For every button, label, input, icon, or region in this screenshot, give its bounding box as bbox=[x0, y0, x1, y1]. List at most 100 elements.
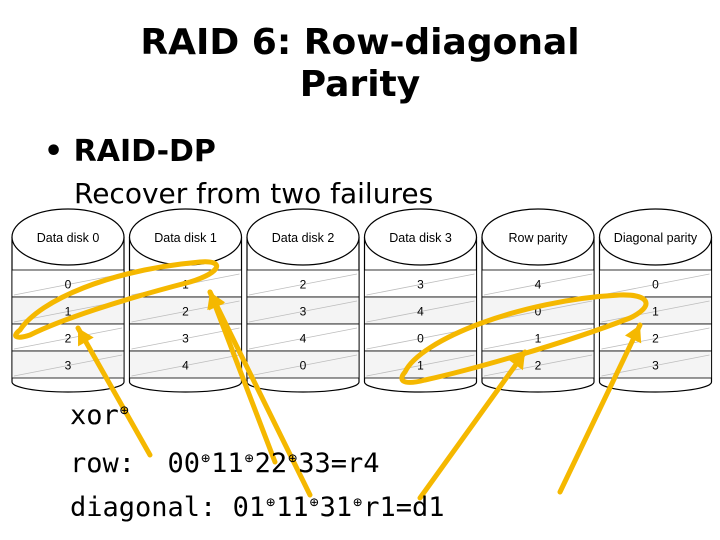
arrow-to-diag-parity-head bbox=[624, 325, 642, 344]
row-formula: row: 00⊕11⊕22⊕33=r4 bbox=[70, 442, 379, 480]
disk-row bbox=[364, 269, 477, 298]
arrow-to-disk1-b bbox=[207, 289, 313, 498]
hatch-line bbox=[248, 273, 358, 296]
cell-value: 3 bbox=[417, 278, 424, 292]
disk-label: Diagonal parity bbox=[614, 231, 698, 245]
diagonal-xor-1: ⊕ bbox=[266, 493, 276, 511]
diagonal-highlight-ellipse bbox=[399, 292, 649, 385]
bullet-symbol: • bbox=[44, 134, 64, 169]
xor-symbol: ⊕ bbox=[119, 401, 129, 419]
cell-value: 2 bbox=[652, 332, 659, 346]
disk-row bbox=[599, 269, 712, 298]
disk-row bbox=[246, 296, 360, 325]
cell-value: 2 bbox=[300, 278, 307, 292]
hatch-line bbox=[248, 300, 358, 323]
cell-value: 3 bbox=[65, 359, 72, 373]
arrow-to-disk1 bbox=[207, 289, 278, 465]
hatch-line bbox=[483, 354, 593, 377]
diagonal-xor-3: ⊕ bbox=[353, 493, 363, 511]
hatch-line bbox=[601, 300, 710, 323]
bullet-heading-text: RAID-DP bbox=[73, 134, 216, 169]
disk-label: Data disk 3 bbox=[389, 231, 452, 245]
hatch-line bbox=[131, 354, 240, 377]
disk-0: 0 1 2 3 Data disk 0 bbox=[11, 208, 125, 393]
diagonal-term-0: 01 bbox=[232, 492, 266, 523]
highlight-annotations bbox=[13, 259, 649, 501]
cell-value: 3 bbox=[300, 305, 307, 319]
row-xor-2: ⊕ bbox=[244, 449, 254, 467]
hatch-line bbox=[366, 300, 475, 323]
arrow-to-disk0-head bbox=[78, 328, 94, 347]
cell-value: 1 bbox=[417, 359, 424, 373]
diagonal-term-2: 31 bbox=[319, 492, 353, 523]
arrow-to-disk1-b-head bbox=[208, 292, 226, 311]
cell-value: 4 bbox=[417, 305, 424, 319]
hatch-line bbox=[248, 327, 358, 350]
page-title: RAID 6: Row-diagonal Parity bbox=[0, 22, 720, 106]
diagonal-xor-2: ⊕ bbox=[309, 493, 319, 511]
cell-value: 4 bbox=[300, 332, 307, 346]
hatch-line bbox=[601, 327, 710, 350]
row-term-3: 33=r4 bbox=[298, 448, 380, 479]
cell-value: 1 bbox=[535, 332, 542, 346]
disk-row bbox=[11, 323, 125, 352]
xor-line: xor⊕ bbox=[70, 394, 130, 432]
hatch-line bbox=[483, 273, 593, 296]
row-highlight-ellipse bbox=[13, 259, 220, 340]
row-formula-prefix: row: bbox=[70, 448, 168, 479]
cell-value: 0 bbox=[300, 359, 307, 373]
arrow-to-disk0 bbox=[75, 325, 153, 458]
cell-value: 3 bbox=[652, 359, 659, 373]
diagonal-formula-prefix: diagonal: bbox=[70, 492, 233, 523]
cell-value: 0 bbox=[65, 278, 72, 292]
disk-3: 3 4 0 1 Data disk 3 bbox=[363, 208, 478, 393]
hatch-line bbox=[366, 273, 475, 296]
diagonal-term-1: 11 bbox=[276, 492, 309, 523]
disk-top bbox=[246, 208, 360, 266]
bullet-heading: • RAID-DP bbox=[44, 134, 216, 170]
disk-top bbox=[11, 208, 125, 266]
cell-value: 0 bbox=[652, 278, 659, 292]
disk-row bbox=[364, 296, 477, 325]
disk-label: Data disk 1 bbox=[154, 231, 217, 245]
disk-row bbox=[246, 350, 360, 379]
hatch-line bbox=[13, 273, 123, 296]
disk-top bbox=[481, 208, 595, 266]
bullet-subheading: Recover from two failures bbox=[74, 177, 434, 210]
disk-row bbox=[364, 323, 477, 352]
disk-label: Data disk 0 bbox=[37, 231, 100, 245]
row-xor-1: ⊕ bbox=[201, 449, 211, 467]
hatch-line bbox=[248, 354, 358, 377]
hatch-line bbox=[483, 327, 593, 350]
disk-row bbox=[246, 269, 360, 298]
diagonal-formula: diagonal: 01⊕11⊕31⊕r1=d1 bbox=[70, 486, 444, 524]
disk-label: Data disk 2 bbox=[272, 231, 335, 245]
cell-value: 2 bbox=[182, 305, 189, 319]
diagonal-term-3: r1=d1 bbox=[363, 492, 445, 523]
cell-value: 1 bbox=[65, 305, 72, 319]
cell-value: 0 bbox=[535, 305, 542, 319]
row-term-2: 22 bbox=[254, 448, 288, 479]
arrow-to-row-parity bbox=[417, 349, 528, 501]
title-line-1: RAID 6: Row-diagonal bbox=[140, 22, 580, 63]
xor-label: xor bbox=[70, 400, 119, 431]
arrow-to-diag-parity bbox=[557, 322, 643, 495]
row-term-1: 11 bbox=[211, 448, 244, 479]
cell-value: 0 bbox=[417, 332, 424, 346]
hatch-line bbox=[13, 327, 123, 350]
hatch-line bbox=[131, 327, 240, 350]
disk-5: 0 1 2 3 Diagonal parity bbox=[598, 208, 713, 393]
cell-value: 4 bbox=[535, 278, 542, 292]
cell-value: 2 bbox=[65, 332, 72, 346]
hatch-line bbox=[13, 354, 123, 377]
hatch-line bbox=[601, 273, 710, 296]
row-term-0: 00 bbox=[167, 448, 201, 479]
row-xor-3: ⊕ bbox=[288, 449, 298, 467]
disk-top bbox=[598, 208, 713, 266]
cell-value: 1 bbox=[652, 305, 659, 319]
title-line-2: Parity bbox=[299, 64, 421, 105]
disk-top bbox=[363, 208, 478, 266]
